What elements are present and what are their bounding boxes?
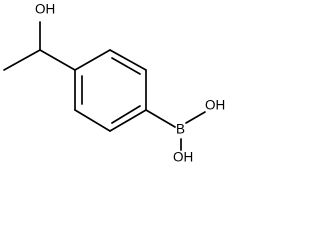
ring-bond-2 [109, 49, 147, 71]
boron-hydroxyl-upper-label: OH [205, 98, 225, 113]
ring-double-bond-1 [111, 57, 141, 75]
ring-bond-4 [109, 109, 147, 132]
chemical-structure: OH B OH OH [3, 2, 225, 165]
ring-double-bond-2 [111, 105, 141, 124]
ring-bond-5 [74, 109, 111, 132]
bond-boron-oh-upper [185, 111, 206, 124]
ring-bond-1 [74, 49, 111, 71]
hydroxyl-label: OH [35, 2, 55, 17]
boron-hydroxyl-lower-label: OH [173, 150, 193, 165]
bond-ring-boron [145, 109, 176, 128]
bond-methyl-carbinol [3, 49, 41, 71]
boron-label: B [176, 122, 185, 137]
bond-carbinol-ring [39, 49, 76, 71]
